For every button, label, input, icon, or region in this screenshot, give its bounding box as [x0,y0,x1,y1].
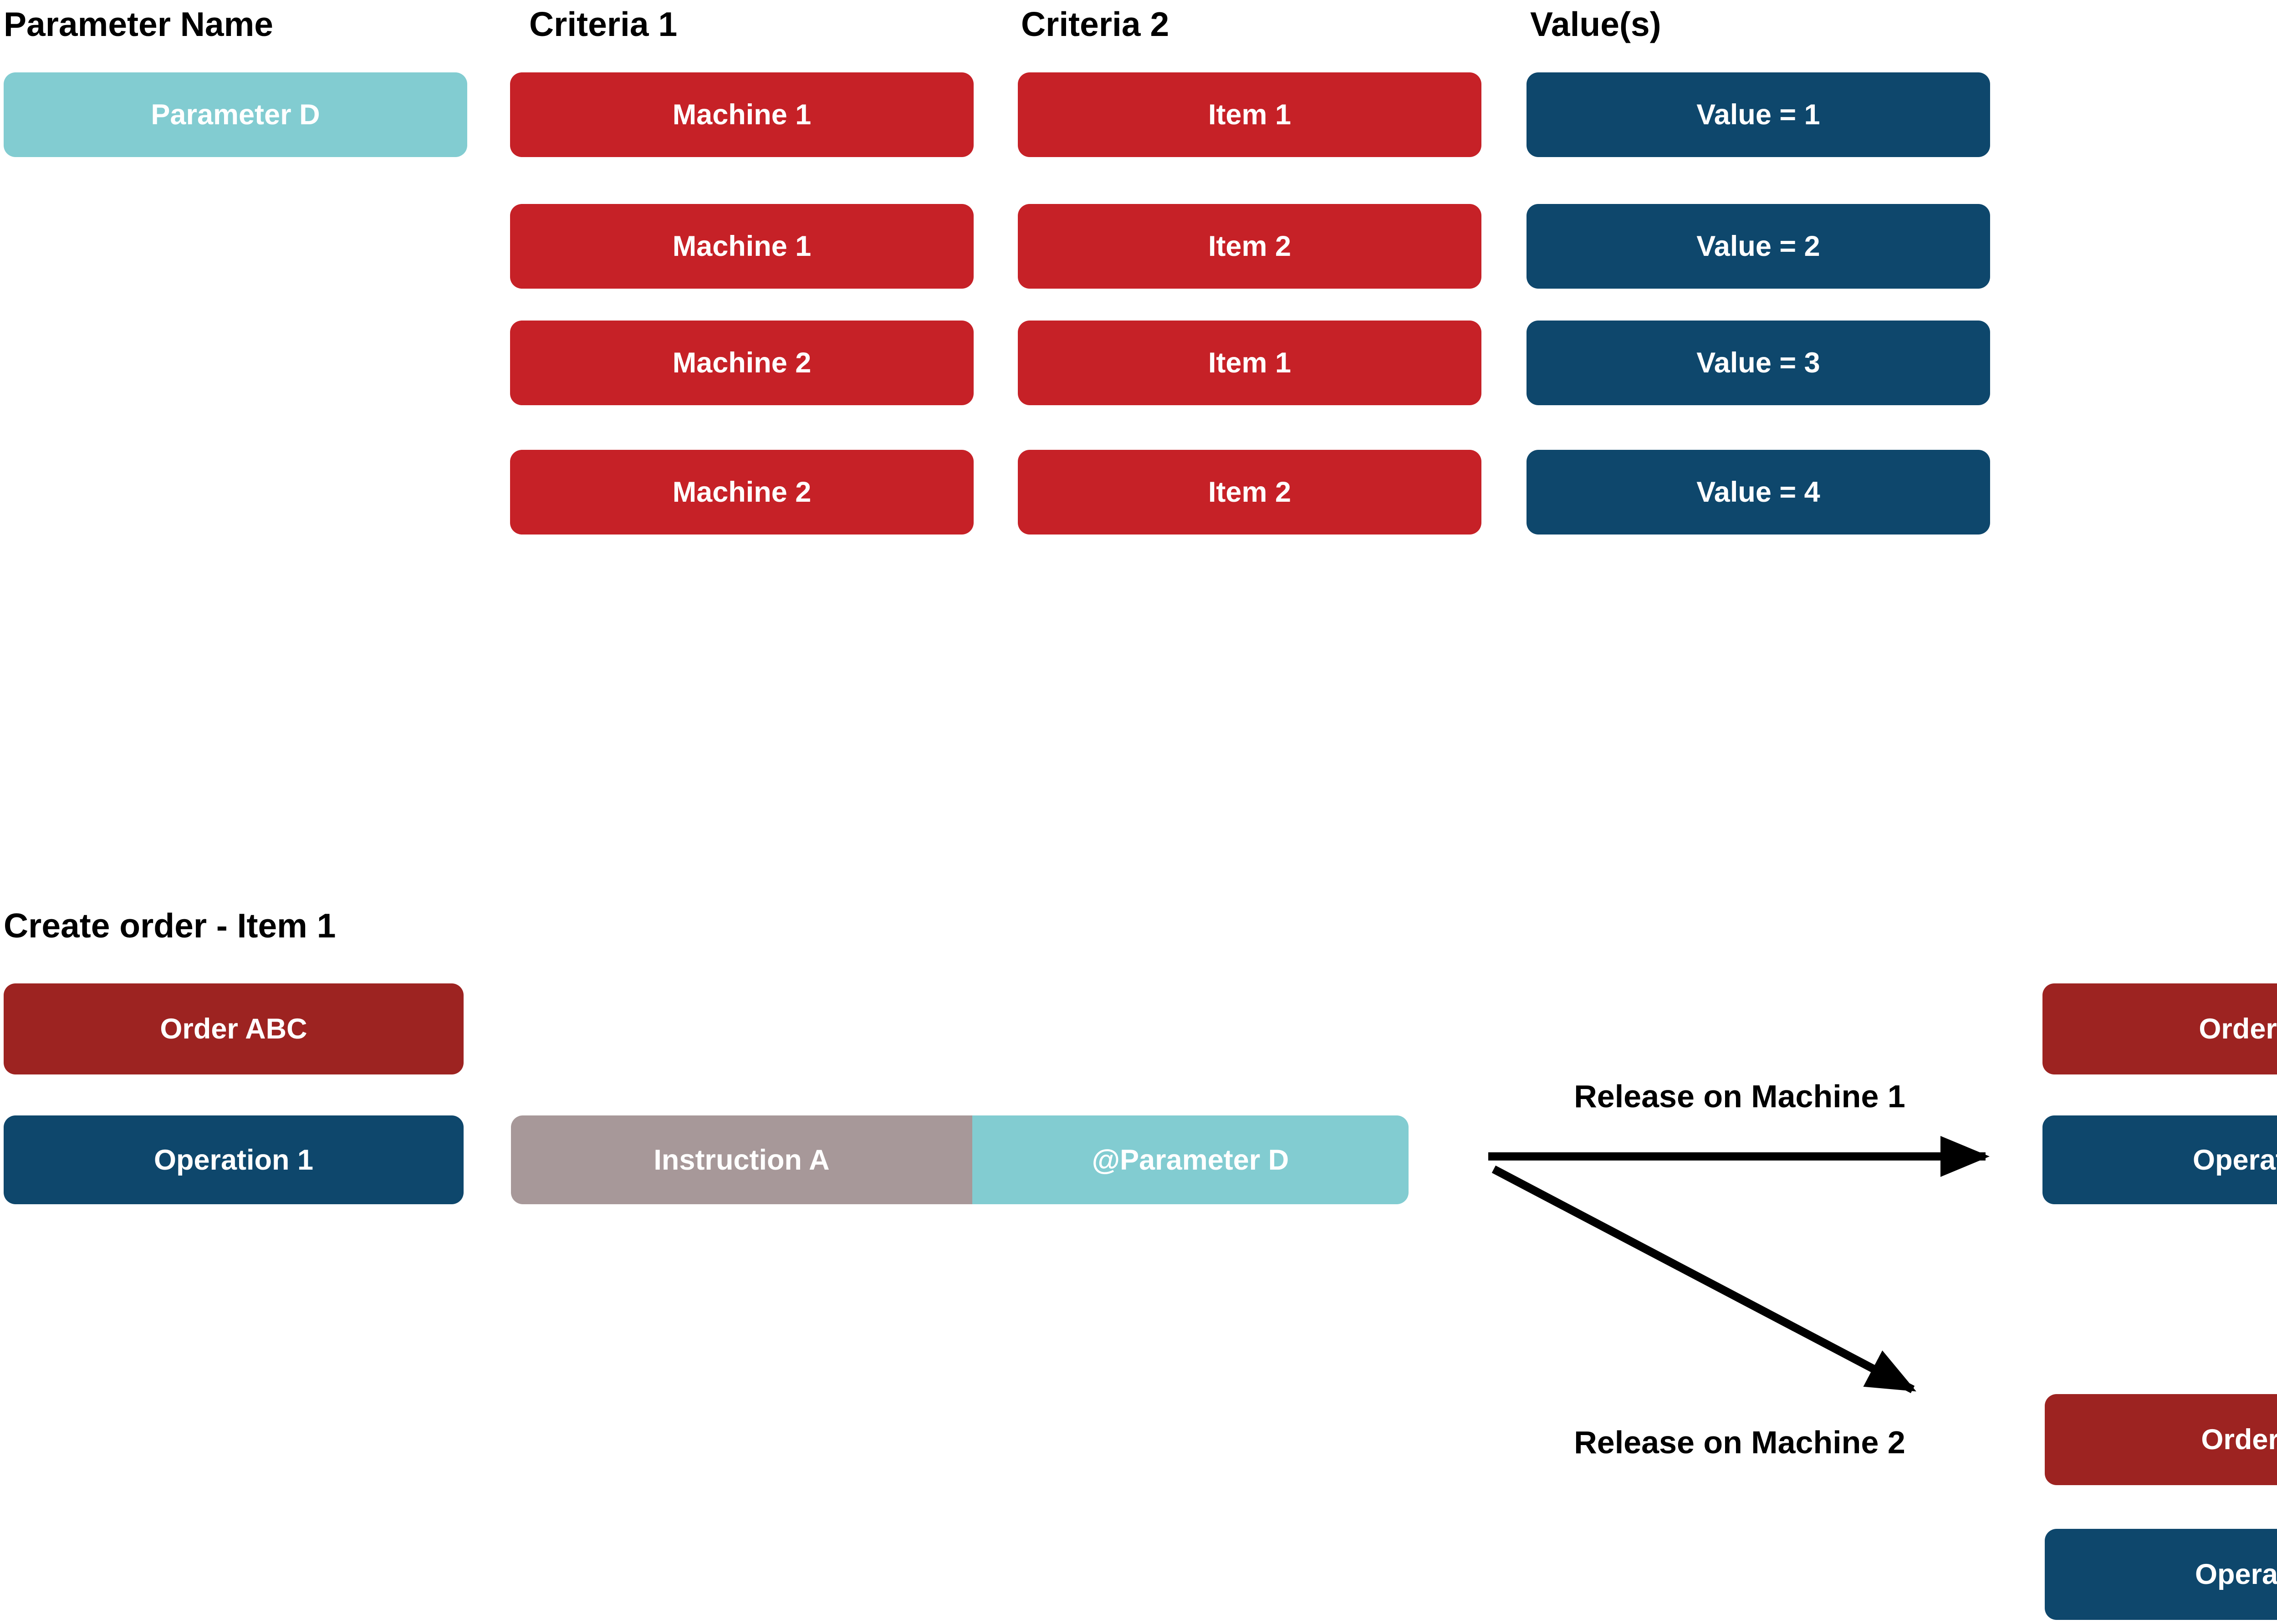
value-row3-box: Value = 3 [1527,321,1990,405]
release-label-machine-2: Release on Machine 2 [1574,1425,1905,1460]
branch1-operation-box: Operation 1 [2042,1115,2277,1204]
source-parameter-ref-box: @Parameter D [972,1115,1409,1204]
source-instruction-box: Instruction A [511,1115,972,1204]
column-header-parameter-name: Parameter Name [4,5,274,43]
criteria1-row2-box: Machine 1 [510,204,974,289]
flow-heading: Create order - Item 1 [4,906,336,945]
column-header-values: Value(s) [1530,5,1661,43]
branch2-operation-box: Operation 1 [2045,1529,2277,1620]
source-operation-box: Operation 1 [4,1115,464,1204]
value-row4-box: Value = 4 [1527,450,1990,535]
criteria1-row1-box: Machine 1 [510,72,974,157]
criteria2-row1-box: Item 1 [1018,72,1481,157]
value-row2-box: Value = 2 [1527,204,1990,289]
criteria2-row3-box: Item 1 [1018,321,1481,405]
source-order-box: Order ABC [4,983,464,1074]
column-header-criteria-1: Criteria 1 [529,5,678,43]
criteria2-row4-box: Item 2 [1018,450,1481,535]
criteria1-row3-box: Machine 2 [510,321,974,405]
value-row1-box: Value = 1 [1527,72,1990,157]
branch2-order-box: Order ABC [2045,1394,2277,1485]
criteria2-row2-box: Item 2 [1018,204,1481,289]
branch1-order-box: Order ABC [2042,983,2277,1074]
parameter-name-box: Parameter D [4,72,467,157]
release-arrow-machine-2 [1491,1166,1916,1393]
release-label-machine-1: Release on Machine 1 [1574,1079,1905,1114]
criteria1-row4-box: Machine 2 [510,450,974,535]
column-header-criteria-2: Criteria 2 [1021,5,1169,43]
